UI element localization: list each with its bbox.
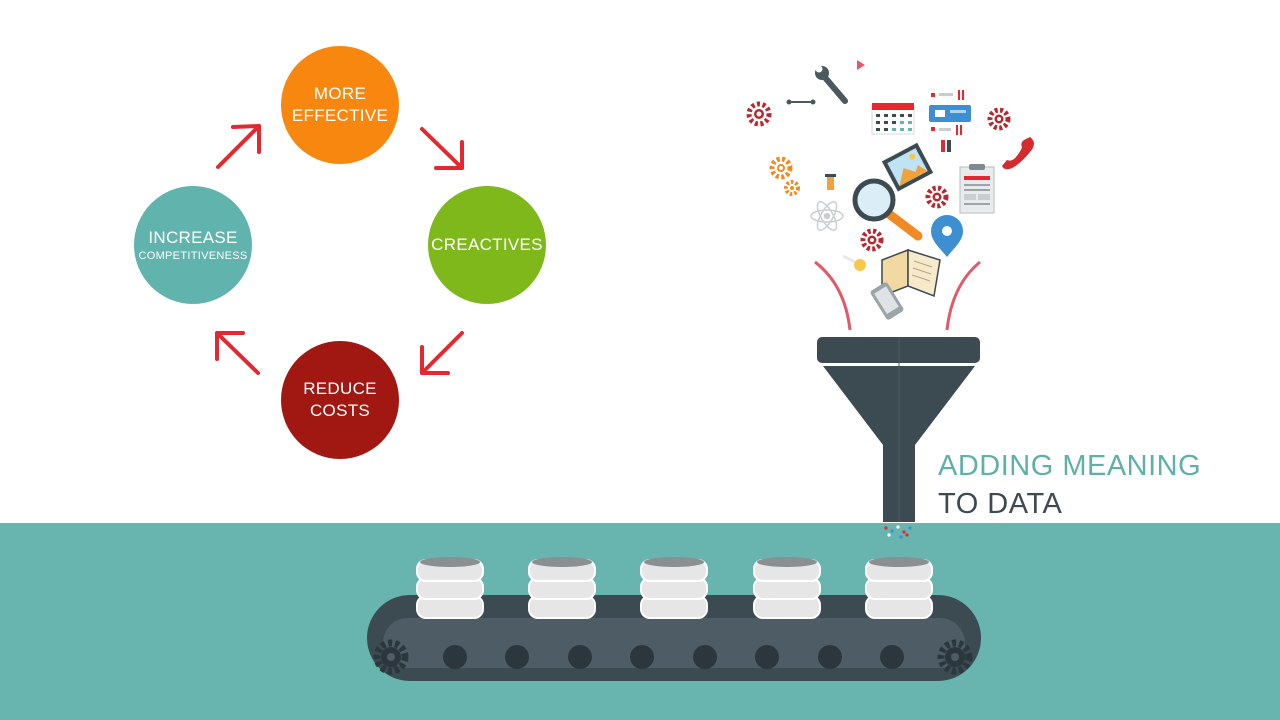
database-icon bbox=[865, 557, 933, 619]
funnel-icon bbox=[814, 260, 981, 539]
database-icon bbox=[528, 557, 596, 619]
book-icon bbox=[881, 248, 941, 298]
arrow-left-to-top bbox=[216, 124, 261, 169]
node-label-line: INCREASE bbox=[148, 228, 238, 247]
database-icon bbox=[753, 557, 821, 619]
database-icon bbox=[640, 557, 708, 619]
dashboard-icon bbox=[929, 90, 971, 152]
node-label-line: REDUCE bbox=[303, 379, 377, 398]
cycle-node-reduce-costs: REDUCE COSTS bbox=[281, 341, 399, 459]
calendar-icon bbox=[871, 103, 915, 135]
cycle-node-more-effective: MORE EFFECTIVE bbox=[281, 46, 399, 164]
gear-icon bbox=[987, 107, 1011, 131]
tagline-line-2: TO DATA bbox=[938, 488, 1063, 520]
location-pin-icon bbox=[931, 215, 963, 257]
image-frame-icon bbox=[881, 142, 934, 192]
cycle-node-increase-competitiveness: INCREASE COMPETITIVENESS bbox=[134, 186, 252, 304]
node-label-line: COSTS bbox=[309, 401, 371, 420]
conveyor-belt-icon bbox=[367, 595, 981, 681]
node-label-line: CREACTIVES bbox=[431, 235, 543, 254]
arrow-right-to-bottom bbox=[420, 331, 464, 375]
gears-icon bbox=[769, 156, 800, 196]
gear-icon bbox=[860, 228, 884, 252]
arrow-bottom-to-left bbox=[215, 331, 260, 375]
gear-icon bbox=[373, 639, 409, 675]
cycle-node-creactives: CREACTIVES bbox=[428, 186, 546, 304]
wrench-icon bbox=[815, 65, 848, 104]
data-drops bbox=[884, 525, 912, 539]
node-label-line: EFFECTIVE bbox=[291, 106, 389, 125]
document-icon bbox=[959, 164, 995, 214]
magnifier-icon bbox=[852, 178, 923, 241]
database-icon bbox=[416, 557, 484, 619]
connector-icon bbox=[786, 99, 816, 105]
gear-icon bbox=[925, 185, 949, 209]
atom-icon bbox=[810, 201, 844, 231]
smartphone-icon bbox=[870, 282, 904, 320]
cursor-icon bbox=[857, 60, 865, 70]
phone-icon bbox=[1002, 137, 1034, 170]
node-label-line: MORE bbox=[313, 84, 367, 103]
gear-icon bbox=[746, 101, 772, 127]
key-icon bbox=[842, 254, 866, 271]
tagline-line-1: ADDING MEANING bbox=[938, 450, 1202, 482]
arrow-top-to-right bbox=[420, 127, 464, 170]
bottle-icon bbox=[825, 174, 836, 190]
node-label-subline: COMPETITIVENESS bbox=[138, 250, 248, 262]
gear-icon bbox=[937, 639, 973, 675]
